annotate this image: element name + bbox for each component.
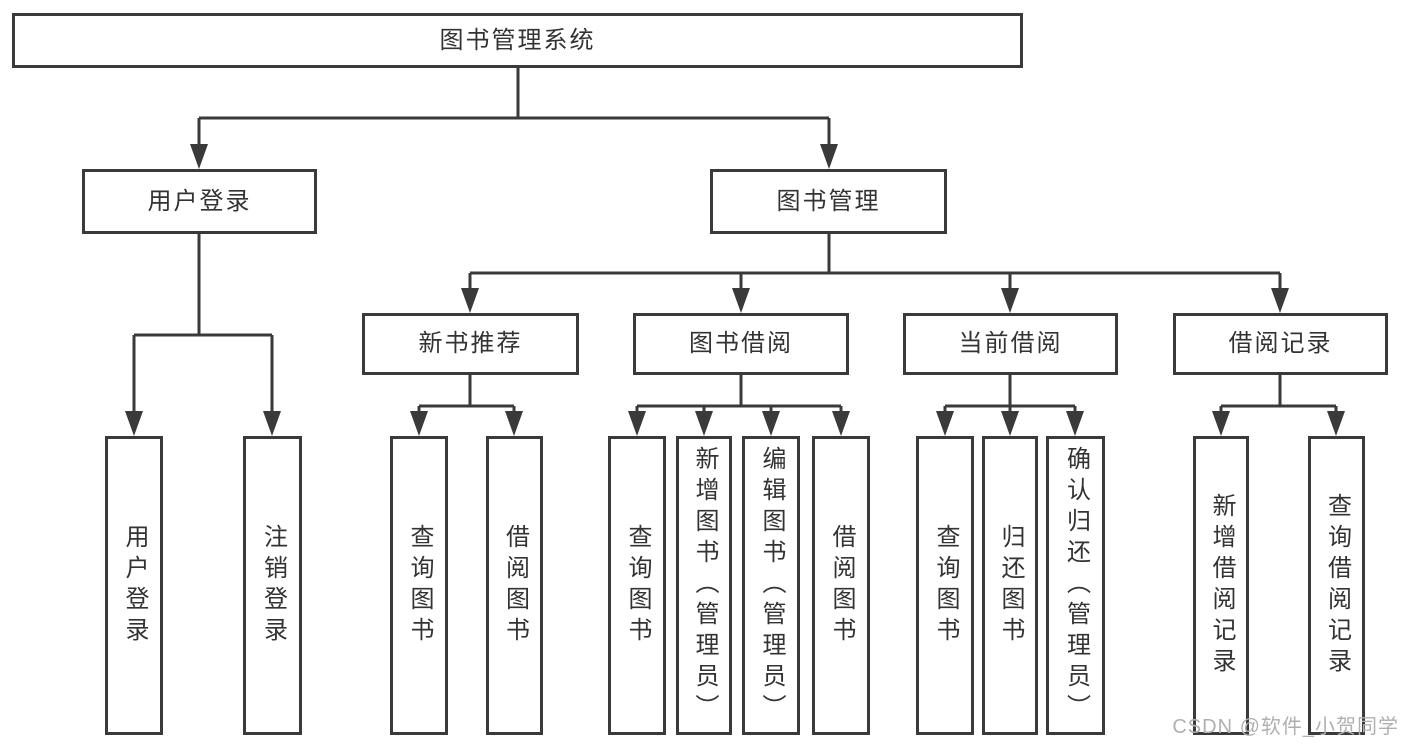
node-borrow-books-nb: 借阅图书 (486, 436, 543, 735)
node-book-borrowing: 图书借阅 (633, 313, 849, 375)
arrowhead-icon (410, 411, 428, 436)
node-label: 注销登录 (259, 523, 287, 648)
node-label: 查询借阅记录 (1323, 492, 1351, 679)
arrowhead-icon (1271, 288, 1289, 313)
node-label: 确认归还（管理员） (1062, 446, 1090, 725)
arrowhead-icon (263, 411, 281, 436)
node-label: 借阅记录 (1228, 330, 1333, 357)
arrowhead-icon (832, 411, 850, 436)
arrowhead-icon (628, 411, 646, 436)
arrowhead-icon (1327, 411, 1345, 436)
node-confirm-return: 确认归还（管理员） (1046, 436, 1105, 735)
node-user-login-leaf: 用户登录 (105, 436, 163, 735)
node-add-borrow-record: 新增借阅记录 (1193, 436, 1249, 735)
node-label: 查询图书 (624, 523, 651, 648)
arrowhead-icon (190, 144, 208, 169)
arrowhead-icon (125, 411, 143, 436)
node-label: 新增图书（管理员） (691, 446, 718, 725)
arrowhead-icon (762, 411, 780, 436)
node-query-borrow-record: 查询借阅记录 (1308, 436, 1365, 735)
arrowhead-icon (461, 288, 479, 313)
arrowhead-icon (1001, 411, 1019, 436)
node-return-books: 归还图书 (982, 436, 1038, 735)
node-label: 编辑图书（管理员） (758, 446, 785, 725)
node-label: 借阅图书 (501, 523, 529, 648)
node-new-book-rec: 新书推荐 (362, 313, 579, 375)
node-add-books: 新增图书（管理员） (676, 436, 732, 735)
arrowhead-icon (695, 411, 713, 436)
node-user-login: 用户登录 (82, 169, 317, 234)
node-label: 当前借阅 (958, 330, 1063, 357)
node-label: 图书管理系统 (439, 26, 596, 54)
node-query-books-cb: 查询图书 (916, 436, 974, 735)
node-label: 查询图书 (932, 523, 959, 648)
arrowhead-icon (505, 411, 523, 436)
node-label: 新书推荐 (418, 330, 523, 357)
arrowhead-icon (820, 144, 838, 169)
node-query-books-bb: 查询图书 (608, 436, 666, 735)
node-label: 新增借阅记录 (1208, 492, 1235, 679)
node-borrow-books-bb: 借阅图书 (812, 436, 870, 735)
node-label: 归还图书 (997, 523, 1024, 648)
node-label: 图书借阅 (689, 330, 793, 357)
node-logout-leaf: 注销登录 (243, 436, 302, 735)
node-edit-books: 编辑图书（管理员） (742, 436, 800, 735)
node-borrowing-records: 借阅记录 (1173, 313, 1388, 375)
node-current-borrowing: 当前借阅 (903, 313, 1118, 375)
arrowhead-icon (1001, 288, 1019, 313)
arrowhead-icon (936, 411, 954, 436)
node-label: 查询图书 (406, 523, 433, 648)
node-label: 用户登录 (147, 187, 252, 215)
node-label: 借阅图书 (828, 523, 855, 648)
node-query-books-nb: 查询图书 (390, 436, 448, 735)
arrowhead-icon (1212, 411, 1230, 436)
arrowhead-icon (732, 288, 750, 313)
arrowhead-icon (1066, 411, 1084, 436)
node-label: 图书管理 (776, 187, 881, 215)
node-book-management: 图书管理 (710, 169, 947, 234)
node-label: 用户登录 (121, 523, 148, 648)
node-root: 图书管理系统 (12, 13, 1023, 68)
